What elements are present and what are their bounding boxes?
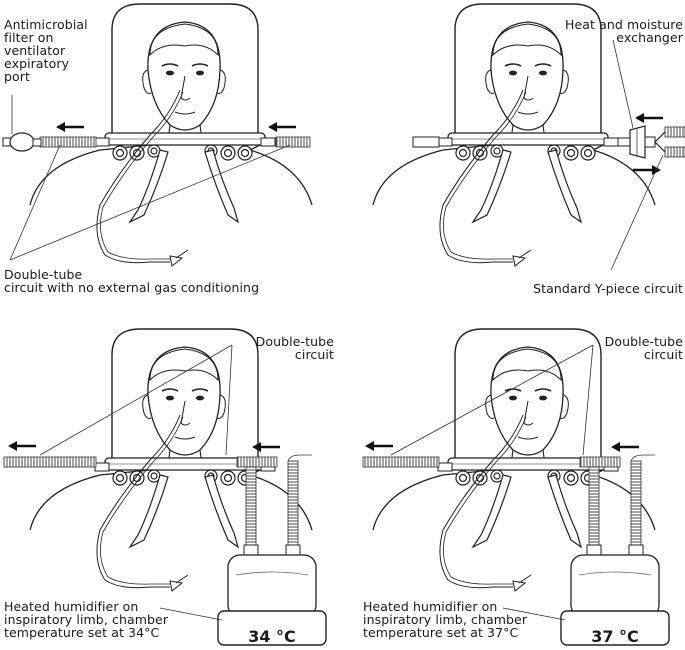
- helmet-illustration-3: [3, 328, 327, 646]
- arrow-left-icon: [363, 439, 395, 453]
- panel-hme: Heat and moisture exchanger Standard Y-p…: [343, 0, 685, 325]
- panel-humidifier-37: Double-tube circuit Heated humidifier on…: [343, 325, 685, 650]
- circuit-label: Double-tube circuit: [255, 334, 334, 362]
- circuit-label: Standard Y-piece circuit: [533, 281, 683, 296]
- antimicrobial-filter-icon: [2, 132, 42, 152]
- humidifier-label: Heated humidifier on inspiratory limb, c…: [4, 599, 169, 640]
- chamber-temperature: 34 °C: [248, 627, 296, 646]
- hme-label: Heat and moisture exchanger: [564, 17, 683, 45]
- circuit-label: Double-tube circuit: [604, 334, 683, 362]
- arrow-left-icon: [250, 440, 282, 454]
- arrow-left-icon: [266, 120, 298, 134]
- chamber-temperature: 37 °C: [591, 627, 639, 646]
- arrow-left-icon: [54, 120, 86, 134]
- heated-humidifier-icon: [217, 544, 327, 646]
- arrow-left-icon: [6, 439, 38, 453]
- arrow-left-icon: [609, 440, 641, 454]
- helmet-illustration-4: [362, 328, 670, 646]
- arrow-left-icon: [633, 111, 665, 125]
- helmet-illustration-1: [2, 3, 313, 267]
- panel-no-conditioning: Antimicrobial filter on ventilator expir…: [0, 0, 342, 325]
- helmet-illustration-2: [372, 3, 685, 271]
- filter-label: Antimicrobial filter on ventilator expir…: [4, 17, 88, 84]
- panel-humidifier-34: Double-tube circuit Heated humidifier on…: [0, 325, 342, 650]
- heat-moisture-exchanger-icon: [617, 125, 656, 159]
- arrow-right-icon: [631, 163, 663, 177]
- humidifier-label: Heated humidifier on inspiratory limb, c…: [363, 599, 528, 640]
- heated-humidifier-icon: [560, 544, 670, 646]
- circuit-label: Double-tube circuit with no external gas…: [4, 267, 260, 295]
